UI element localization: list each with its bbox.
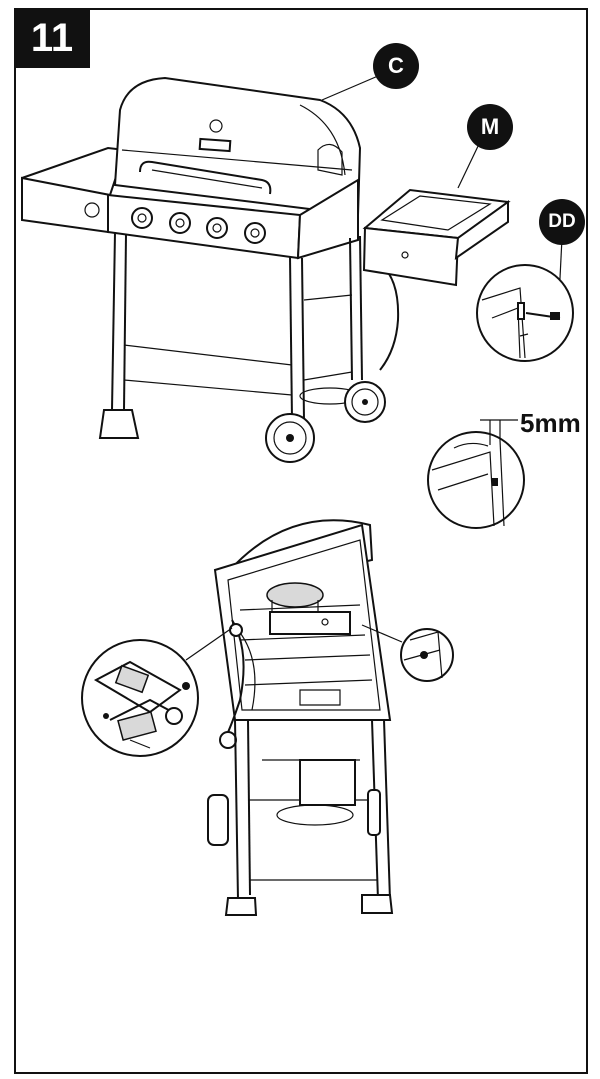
right-side-shelf-m [362,188,511,287]
right-shelf-front [362,226,460,287]
callout-c: C [373,43,419,89]
burner-housing [266,582,324,608]
grill-lid [113,76,362,217]
burner-knob-3 [206,217,228,239]
rear-tank-ring [276,804,354,826]
step-number-badge: 11 [14,8,90,68]
detail-circle-gap [427,431,525,529]
detail-gap-5mm [427,419,525,529]
rear-foot-right [361,894,394,914]
side-burner-knob [84,202,100,218]
burner-knob-1 [131,207,153,229]
leader-m [457,141,481,189]
rear-view-wheel-left [207,794,229,846]
leader-c [321,75,379,101]
grill-front-view [21,76,400,463]
rear-panel [299,759,356,806]
firebox-side [296,178,359,260]
gap-dimension-label: 5mm [520,408,581,438]
temperature-gauge [209,119,223,133]
burner-knob-2 [169,212,191,234]
logo-plate [198,137,232,153]
detail-screw [361,624,454,682]
detail-bolt-dd [476,264,574,362]
callout-dd: DD [539,199,585,245]
lid-handle [139,160,272,195]
burner-knob-4 [244,222,266,244]
detail-circle-valve [81,639,199,757]
lid-end-cap [317,143,343,176]
cart-foot [98,409,140,439]
callout-m: M [467,104,513,150]
grill-rear-view [207,519,394,916]
rear-foot-left [224,897,258,916]
detail-valve [81,627,233,757]
rear-view-wheel-right [367,789,381,836]
